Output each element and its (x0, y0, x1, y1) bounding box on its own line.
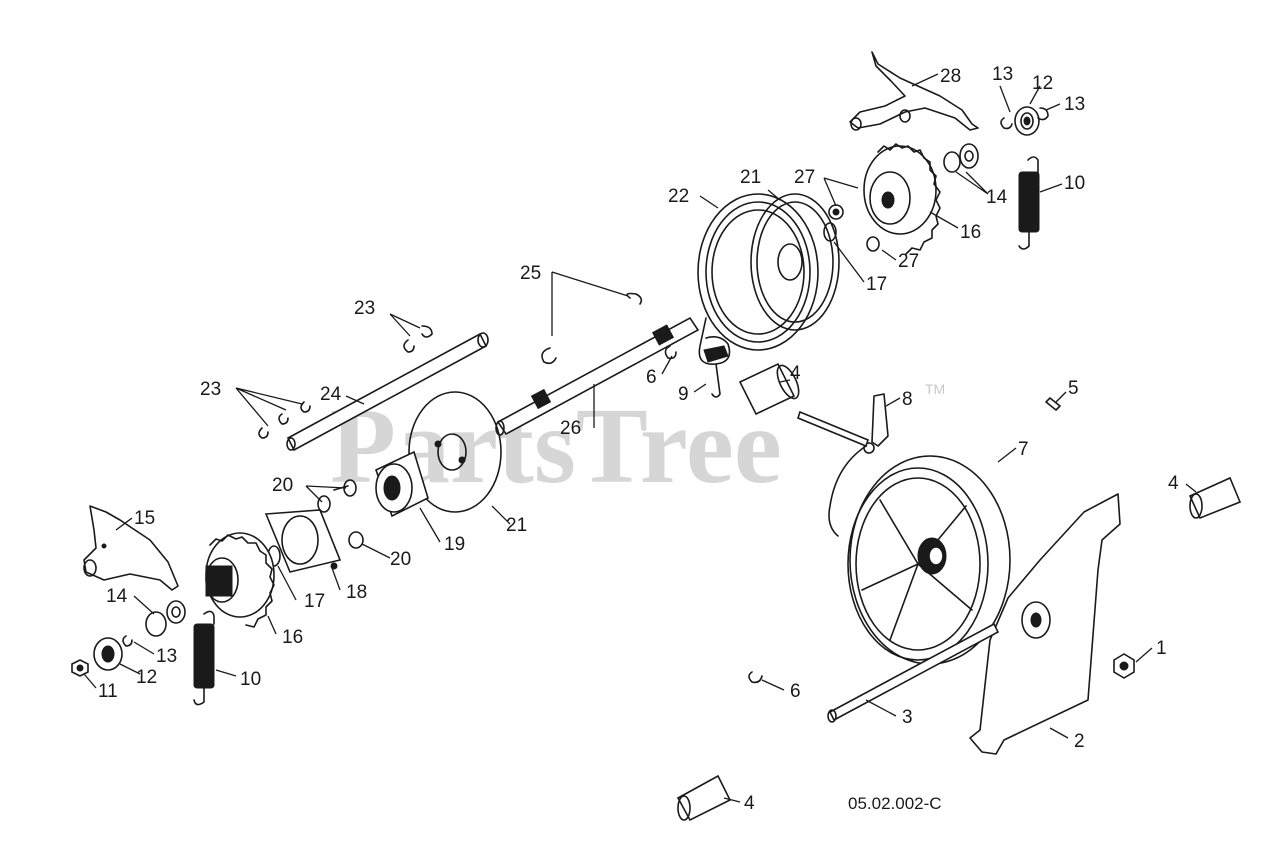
callout-27-lower: 27 (898, 251, 919, 272)
callout-14-lower: 14 (106, 586, 128, 607)
callout-4-right: 4 (1168, 473, 1179, 494)
callout-6-lower: 6 (790, 681, 801, 702)
diagram-code: 05.02.002-C (848, 794, 942, 813)
part-shaft-26 (495, 316, 700, 436)
callout-21-upper: 21 (740, 167, 761, 188)
part-shaft-24 (286, 332, 489, 452)
part-wheel-7 (847, 455, 1011, 665)
callout-15: 15 (134, 508, 155, 529)
callout-17-lower: 17 (304, 591, 325, 612)
part-washer-14-upper-a (943, 151, 961, 173)
part-clip-23-d (278, 413, 289, 425)
part-drive-gear-16-upper (863, 143, 941, 255)
callout-26: 26 (560, 418, 581, 439)
callout-28: 28 (940, 66, 961, 87)
part-clip-23-e (300, 401, 311, 413)
part-cover-plate-2 (969, 493, 1121, 755)
callout-12-lower: 12 (136, 667, 157, 688)
callout-16-upper: 16 (960, 222, 981, 243)
part-bolt-20-b (317, 495, 331, 513)
callout-6-upper: 6 (646, 367, 657, 388)
part-clip-23-b (421, 325, 433, 338)
callout-13-upper-b: 13 (1064, 94, 1085, 115)
callout-5: 5 (1068, 378, 1079, 399)
part-spring-10-upper (1018, 156, 1040, 250)
callout-9: 9 (678, 384, 689, 405)
callout-21-lower: 21 (506, 515, 527, 536)
part-drive-gear-16-lower (205, 532, 275, 628)
callout-4-upper: 4 (790, 363, 801, 384)
part-clip-6-lower (748, 671, 763, 684)
callout-11: 11 (98, 681, 118, 702)
part-clip-13-upper-b (1037, 107, 1049, 121)
part-clip-23-a (403, 339, 415, 353)
part-bushing-4-upper (738, 362, 800, 416)
part-spring-10-lower (193, 610, 215, 706)
callout-12-upper: 12 (1032, 73, 1053, 94)
part-clip-13-upper-a (1000, 117, 1013, 130)
part-clip-25-a (541, 347, 557, 365)
callout-13-upper-a: 13 (992, 64, 1013, 85)
callout-27-upper: 27 (794, 167, 815, 188)
part-bolt-20-c (348, 531, 364, 549)
callout-23-lower: 23 (200, 379, 221, 400)
callout-18: 18 (346, 582, 367, 603)
callout-16-lower: 16 (282, 627, 303, 648)
part-hub-19 (375, 450, 429, 518)
part-torsion-spring-9 (698, 317, 731, 398)
part-pulley-half-21-lower (408, 391, 502, 513)
callout-14-upper: 14 (986, 187, 1008, 208)
part-pulley-half-21-upper (750, 193, 840, 331)
part-plate-18 (264, 509, 342, 573)
leader-lines (83, 73, 1197, 803)
part-axle-3 (827, 622, 1000, 723)
callout-24: 24 (320, 384, 342, 405)
part-pin-shaft-8 (797, 410, 869, 448)
callout-13-lower: 13 (156, 646, 177, 667)
part-washer-14-lower-a (145, 611, 167, 637)
callout-10-lower: 10 (240, 669, 261, 690)
watermark-trademark: TM (925, 381, 945, 397)
callout-20-lower: 20 (390, 549, 411, 570)
part-pin-5 (1045, 397, 1061, 411)
part-bushing-4-bottom (676, 774, 732, 822)
callout-4-bottom: 4 (744, 793, 755, 814)
part-pulley-22 (697, 193, 819, 351)
part-bracket-15 (83, 505, 179, 591)
callout-2: 2 (1074, 731, 1085, 752)
part-clip-6-upper (664, 345, 677, 360)
callout-19: 19 (444, 534, 465, 555)
callout-10-upper: 10 (1064, 173, 1085, 194)
callout-7: 7 (1018, 439, 1029, 460)
callout-25: 25 (520, 263, 541, 284)
callout-23-upper: 23 (354, 298, 375, 319)
callout-1: 1 (1156, 638, 1167, 659)
part-clip-25-b (626, 292, 643, 305)
callout-8: 8 (902, 389, 913, 410)
part-bracket-8 (828, 393, 889, 537)
callout-20-upper: 20 (272, 475, 293, 496)
callout-22: 22 (668, 186, 689, 207)
part-washer-14-lower-b (166, 600, 186, 624)
part-nut-27-b (866, 236, 880, 252)
part-bearing-12-lower (93, 637, 123, 671)
part-washer-14-upper-b (959, 143, 979, 169)
part-clip-23-c (258, 427, 269, 439)
part-clip-13-lower (122, 635, 133, 647)
part-bracket-28 (849, 51, 979, 131)
callout-3: 3 (902, 707, 913, 728)
part-bearing-12-upper (1014, 106, 1040, 136)
part-bushing-4-right (1188, 476, 1242, 520)
part-nut-1 (1113, 653, 1135, 679)
callout-17-upper: 17 (866, 274, 887, 295)
part-nut-11 (71, 659, 89, 677)
